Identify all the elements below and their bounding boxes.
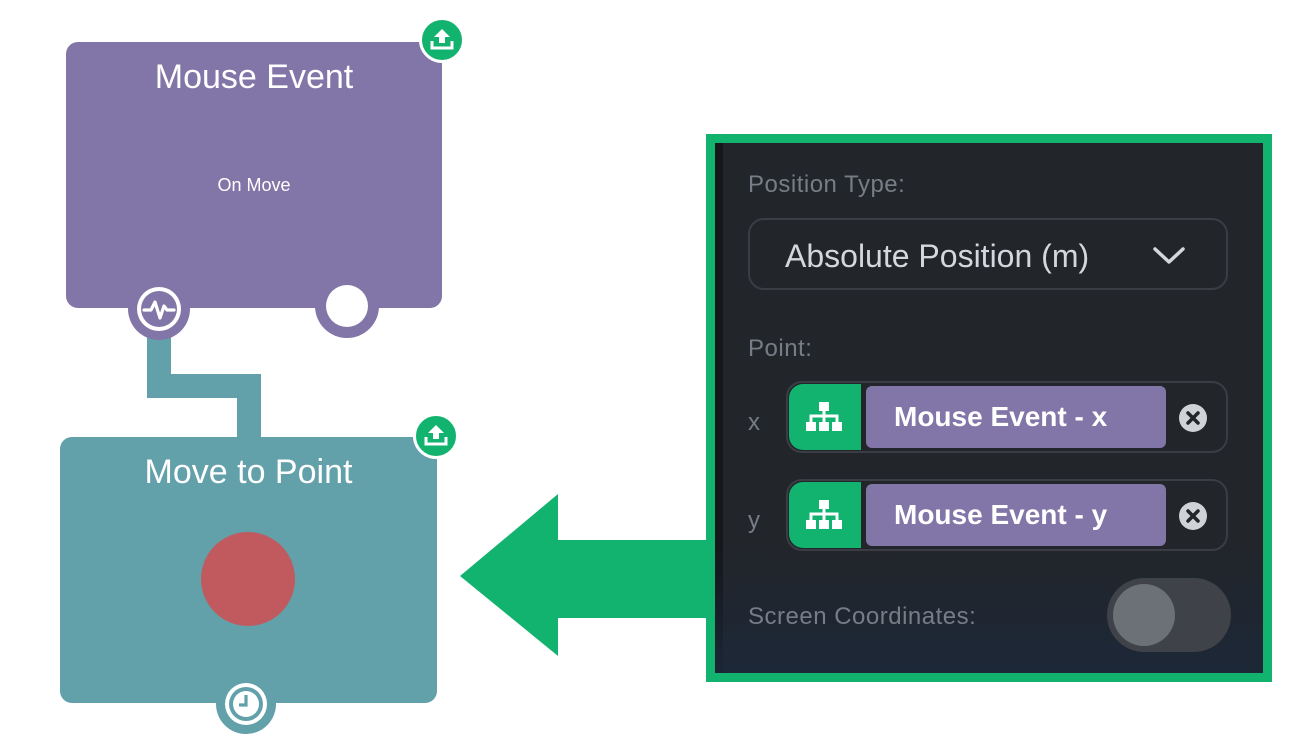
clear-icon[interactable] — [1178, 403, 1208, 433]
position-type-label: Position Type: — [748, 171, 906, 198]
move-to-point-title: Move to Point — [144, 453, 353, 491]
position-type-select[interactable]: Absolute Position (m) — [748, 218, 1228, 290]
upload-icon[interactable] — [419, 17, 465, 63]
x-label: x — [748, 409, 761, 436]
move-to-point-node[interactable]: Move to Point — [60, 437, 437, 703]
move-to-point-output-port[interactable] — [216, 674, 276, 734]
point-y-field[interactable]: m Mouse Event - y — [786, 479, 1228, 551]
point-y-value-chip[interactable]: Mouse Event - y — [866, 484, 1166, 546]
properties-panel: Position Type: Absolute Position (m) Poi… — [706, 134, 1272, 682]
clock-icon — [225, 683, 267, 725]
screen-coordinates-label: Screen Coordinates: — [748, 603, 977, 630]
point-label: Point: — [748, 335, 813, 362]
upload-icon[interactable] — [413, 413, 459, 459]
hierarchy-icon[interactable] — [789, 384, 861, 450]
pulse-icon — [137, 287, 181, 331]
mouse-event-title: Mouse Event — [154, 58, 354, 96]
chevron-down-icon — [1153, 247, 1185, 264]
mouse-event-output-port[interactable] — [128, 278, 190, 340]
hierarchy-icon[interactable] — [789, 482, 861, 548]
clear-icon[interactable] — [1178, 501, 1208, 531]
point-x-value-chip[interactable]: Mouse Event - x — [866, 386, 1166, 448]
y-label: y — [748, 507, 761, 534]
point-x-field[interactable]: m Mouse Event - x — [786, 381, 1228, 453]
mouse-event-node[interactable]: Mouse Event On Move — [66, 42, 442, 308]
mouse-event-secondary-port[interactable] — [315, 274, 379, 338]
mouse-event-subtitle: On Move — [217, 175, 291, 195]
toggle-knob[interactable] — [1113, 584, 1175, 646]
screen-coordinates-toggle[interactable] — [1107, 578, 1231, 652]
record-indicator — [201, 532, 295, 626]
left-arrow — [460, 494, 710, 656]
port-circle — [326, 285, 368, 327]
position-type-value: Absolute Position (m) — [785, 238, 1090, 274]
panel-edge — [715, 143, 723, 673]
